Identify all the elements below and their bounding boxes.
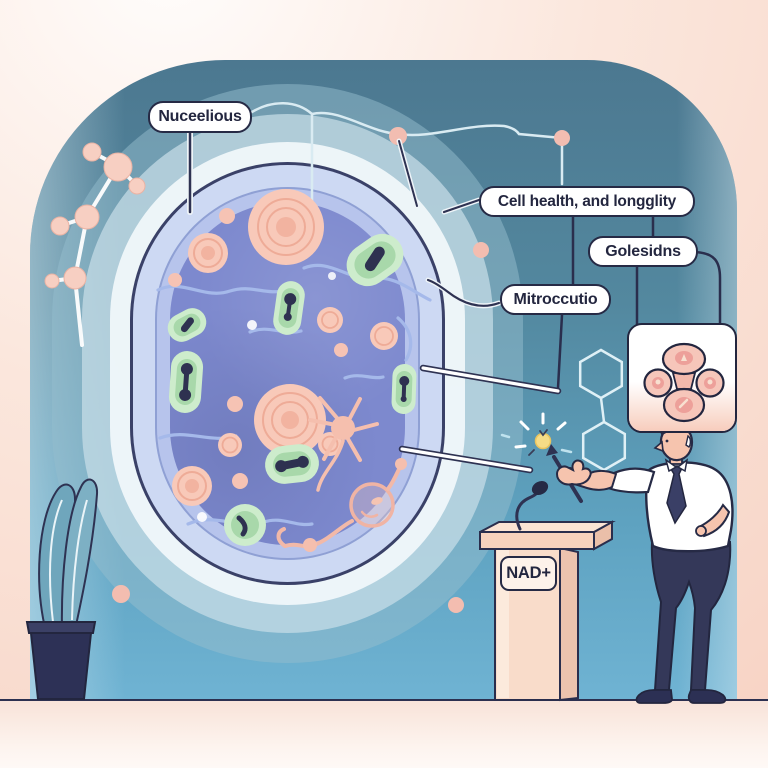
connector-node-dot bbox=[389, 127, 407, 145]
label-golgi: Golesidns bbox=[588, 236, 698, 267]
presenter-person bbox=[555, 414, 734, 704]
nucleus-organelle bbox=[248, 189, 324, 265]
label-stems bbox=[187, 130, 722, 390]
connector-tube-lines bbox=[250, 102, 564, 245]
podium bbox=[479, 520, 616, 702]
floor-line bbox=[0, 699, 768, 701]
golgi-card bbox=[627, 323, 737, 433]
floating-dots bbox=[112, 242, 489, 613]
vesicle-chain bbox=[276, 458, 407, 552]
podium-sign-nad: NAD+ bbox=[500, 556, 557, 591]
label-mitochondria: Mitroccutio bbox=[500, 284, 611, 315]
hexagon-molecule-icon bbox=[578, 348, 627, 472]
golgi-cluster-icon bbox=[643, 342, 725, 423]
label-cell-health: Cell health, and longglity bbox=[479, 186, 695, 217]
needle-pointers bbox=[398, 364, 562, 474]
sparkle-icon bbox=[500, 412, 573, 456]
green-organelles bbox=[167, 233, 417, 546]
molecule-chain-icon bbox=[44, 142, 146, 347]
microphone-icon bbox=[515, 481, 549, 531]
pink-organelles bbox=[168, 189, 398, 522]
centrosome-spider bbox=[308, 396, 379, 492]
label-nucleus: Nuceelious bbox=[148, 101, 252, 133]
connector-node-dot bbox=[554, 130, 570, 146]
plant-icon bbox=[25, 478, 99, 700]
floor bbox=[0, 701, 768, 768]
